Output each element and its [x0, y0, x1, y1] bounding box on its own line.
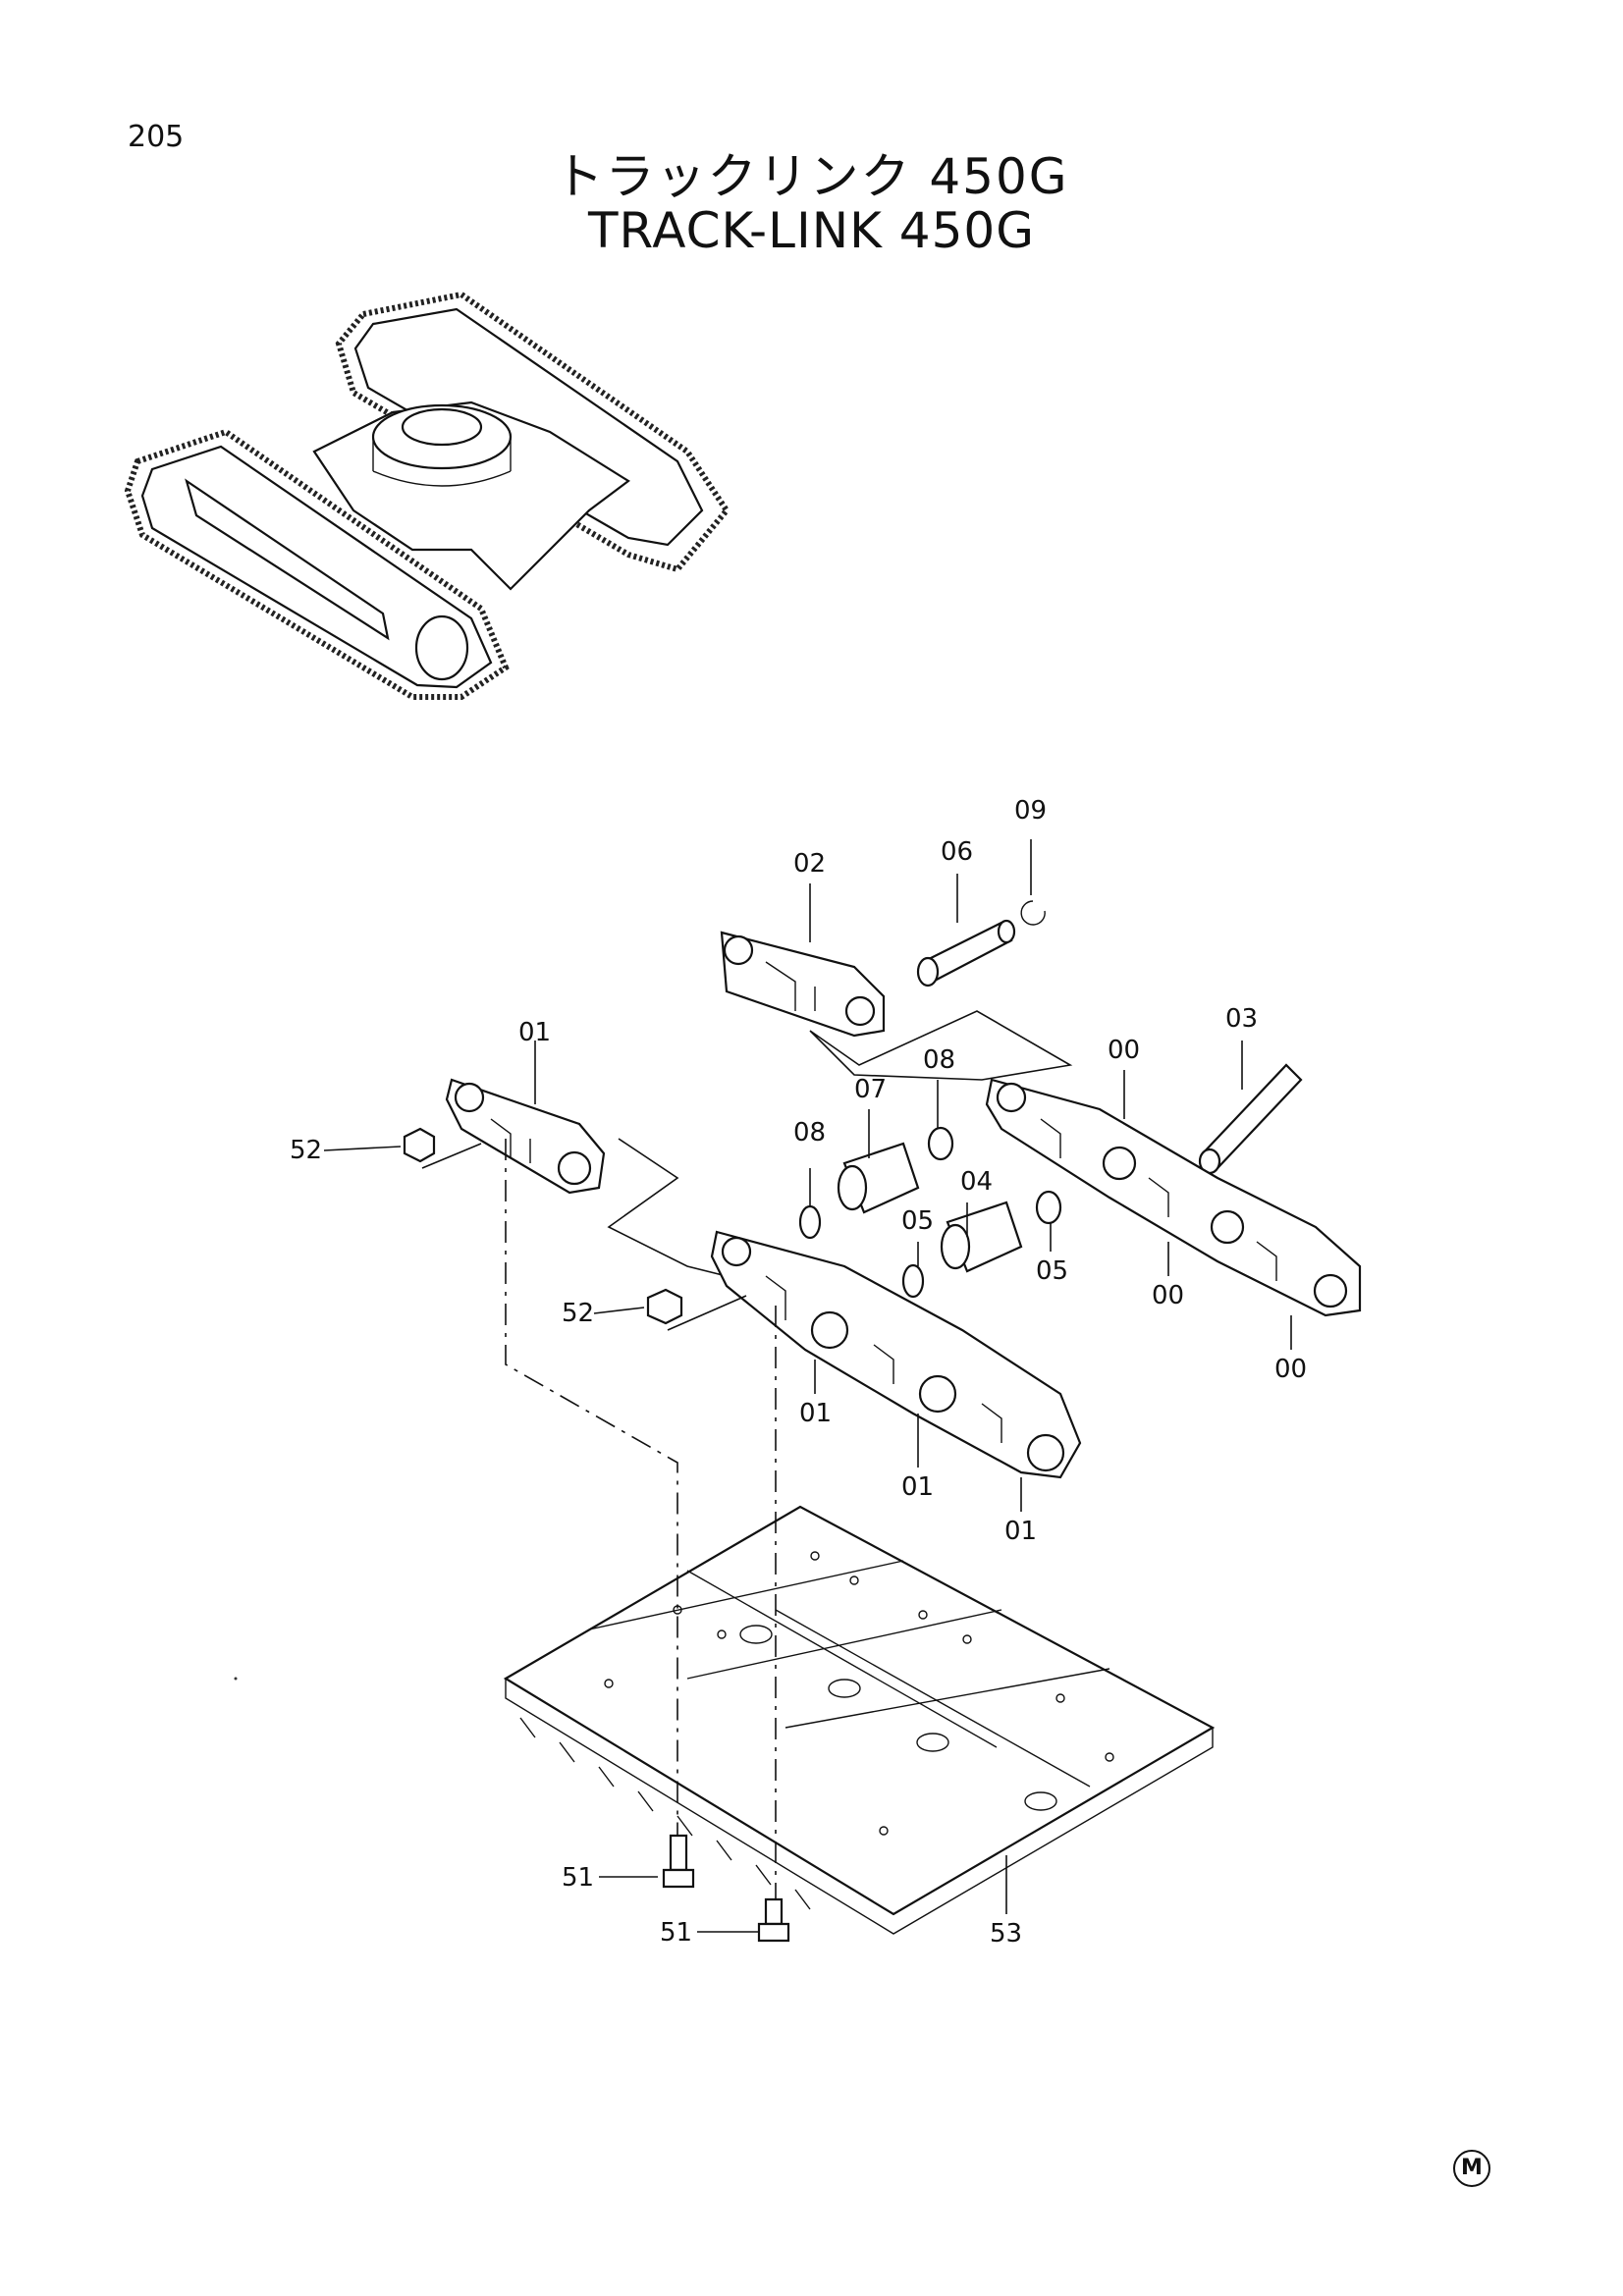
callout-00-top: 00 [1108, 1036, 1140, 1065]
seal-05-right [1035, 1190, 1062, 1225]
callout-51-left: 51 [562, 1863, 594, 1893]
callout-05-right: 05 [1036, 1256, 1068, 1286]
callout-00-middle: 00 [1152, 1281, 1184, 1310]
link-chain-01 [710, 1230, 1082, 1479]
link-outline-02 [809, 1010, 1073, 1081]
callout-52-lower: 52 [562, 1299, 594, 1328]
callout-06: 06 [941, 837, 973, 867]
bolt-51-right [757, 1897, 790, 1943]
callout-08-right: 08 [923, 1045, 955, 1075]
callout-03: 03 [1225, 1004, 1258, 1034]
seal-08-right [927, 1126, 954, 1161]
callout-04: 04 [960, 1167, 993, 1197]
page-number: 205 [128, 120, 185, 154]
callout-51-right: 51 [660, 1918, 692, 1948]
callout-00-bottom: 00 [1274, 1355, 1307, 1384]
seal-05-left [901, 1263, 925, 1299]
bushing-04 [940, 1201, 1023, 1273]
link-outline-01 [607, 1138, 747, 1282]
pin-03 [1198, 1063, 1303, 1175]
nut-52-lower [646, 1288, 683, 1325]
title-english: TRACK-LINK 450G [588, 202, 1035, 259]
callout-09: 09 [1014, 796, 1047, 826]
manufacturer-mark: M [1453, 2150, 1490, 2187]
bushing-07 [837, 1142, 920, 1214]
callout-05-left: 05 [901, 1206, 934, 1236]
callout-08-left: 08 [793, 1118, 826, 1148]
track-frame-illustration [124, 291, 730, 700]
callout-01-lower-c: 01 [1004, 1517, 1037, 1546]
seal-08-left [798, 1204, 822, 1240]
nut-52-upper [403, 1127, 436, 1163]
title-japanese: トラックリンク 450G [554, 148, 1069, 205]
callout-53: 53 [990, 1919, 1022, 1949]
callout-07: 07 [854, 1075, 887, 1104]
track-shoe-plates-53 [503, 1505, 1216, 1935]
callout-52-upper: 52 [290, 1136, 322, 1165]
callout-01-lower-a: 01 [799, 1399, 832, 1428]
alignment-line-left [505, 1139, 678, 1836]
pin-06 [916, 919, 1016, 988]
callout-01-upper: 01 [518, 1018, 551, 1047]
master-link-02 [720, 931, 886, 1038]
callout-01-lower-b: 01 [901, 1472, 934, 1502]
link-chain-00 [985, 1078, 1362, 1317]
clip-09 [1020, 900, 1046, 926]
bolt-51-left [662, 1834, 695, 1889]
link-01-upper [445, 1078, 606, 1195]
callout-02: 02 [793, 849, 826, 879]
